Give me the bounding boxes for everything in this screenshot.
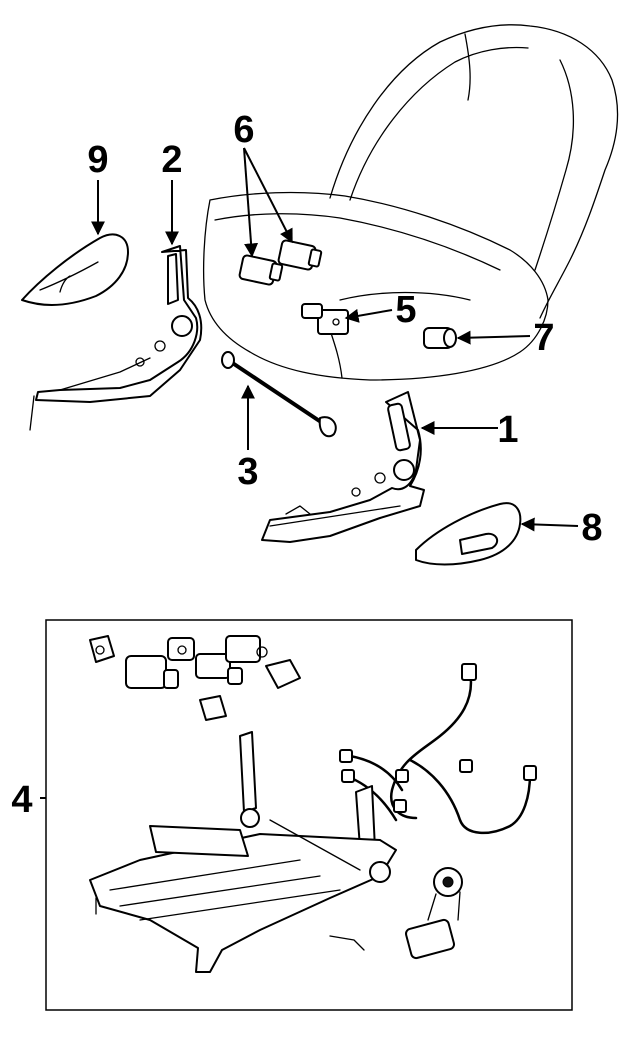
seat-cushion-outline xyxy=(202,191,549,381)
callout-9: 9 xyxy=(87,139,108,181)
seat-cushion-seam xyxy=(339,291,471,301)
part-8-right-cover xyxy=(415,502,522,566)
seat-back-seam xyxy=(534,59,574,271)
seat-back-inner xyxy=(349,33,529,201)
callout-6: 6 xyxy=(233,109,254,151)
leader-5 xyxy=(344,308,393,323)
leader-8 xyxy=(520,517,579,532)
part-7-knob xyxy=(423,327,457,349)
callout-numbers: 9 2 6 5 7 3 1 8 4 xyxy=(11,109,602,821)
part-4-switch-set xyxy=(89,635,301,721)
part-9-left-cover xyxy=(21,233,129,306)
part-5-switch xyxy=(301,303,349,335)
part-4-adjuster-frame xyxy=(89,731,397,973)
callout-2: 2 xyxy=(161,139,182,181)
callout-4: 4 xyxy=(11,779,32,821)
part-4-box xyxy=(45,619,573,1011)
callout-8: 8 xyxy=(581,507,602,549)
part-4-motor xyxy=(404,867,463,960)
part-2-left-recliner xyxy=(29,245,203,431)
part-6-switches xyxy=(238,239,323,286)
callout-1: 1 xyxy=(497,409,518,451)
callout-5: 5 xyxy=(395,289,416,331)
leader-lines xyxy=(40,147,579,799)
leader-6b xyxy=(243,147,293,244)
leader-7 xyxy=(456,330,531,345)
part-3-rod xyxy=(221,351,337,438)
seat-back-outline xyxy=(329,24,619,319)
callout-3: 3 xyxy=(237,451,258,493)
callout-7: 7 xyxy=(533,317,554,359)
part-1-right-recliner xyxy=(261,391,425,543)
leader-6a xyxy=(243,147,259,258)
part-4-wire-harness xyxy=(339,663,537,834)
